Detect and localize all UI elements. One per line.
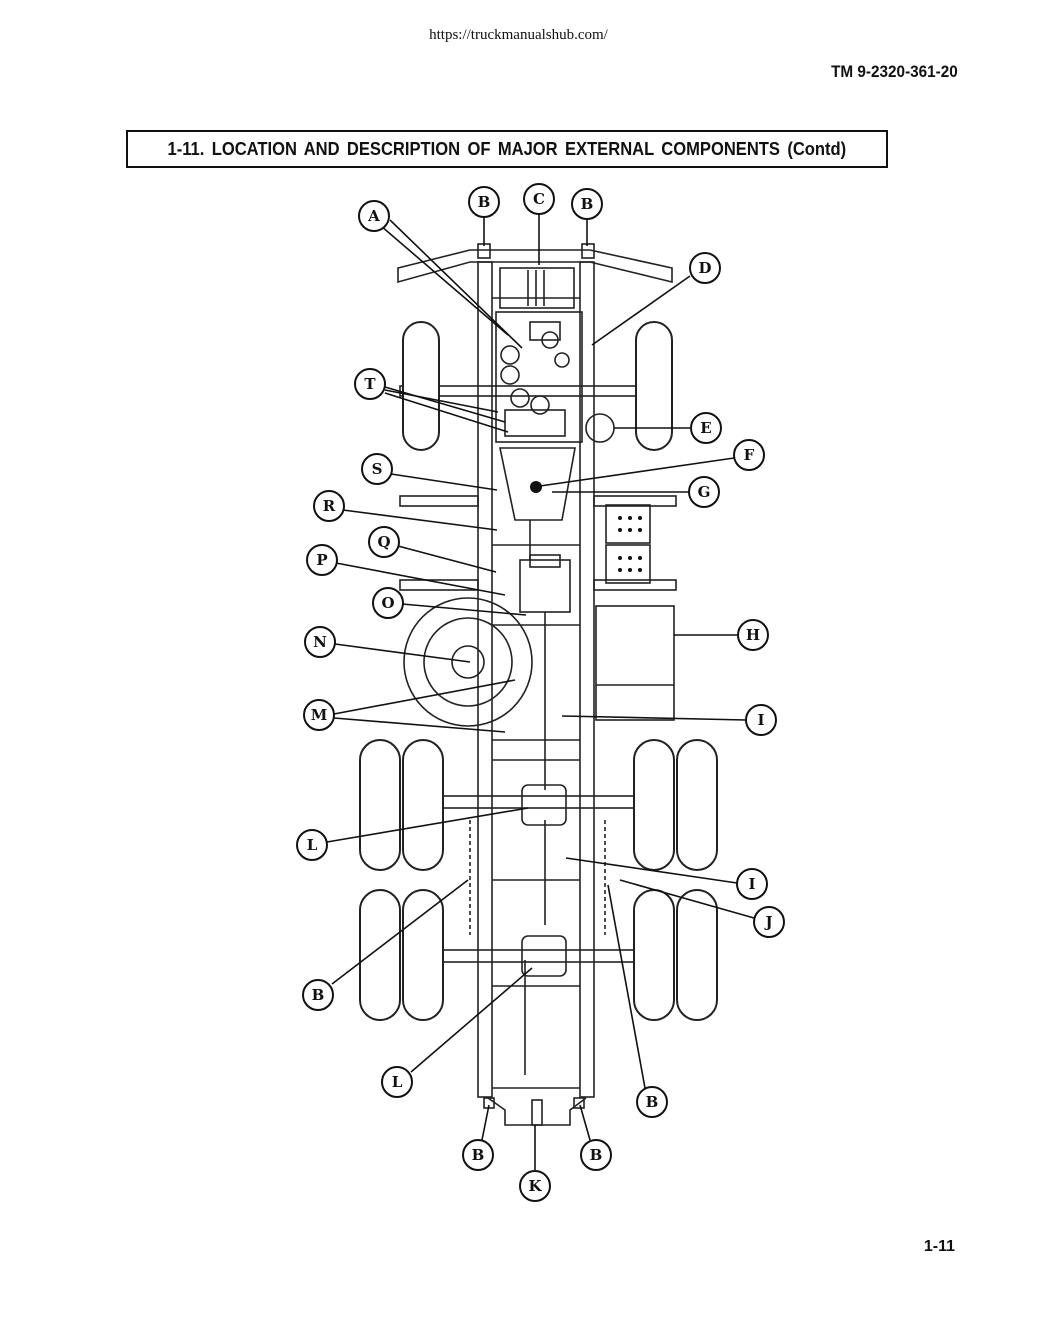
callout-b-left: B (302, 979, 334, 1011)
callout-a-label: A (367, 207, 380, 225)
callout-a: A (358, 200, 390, 232)
callout-f: F (733, 439, 765, 471)
chassis-drawing (359, 243, 718, 1126)
callout-b-top-left: B (468, 186, 500, 218)
callout-b-label: B (472, 1146, 485, 1164)
tm-number: TM 9-2320-361-20 (831, 62, 958, 81)
callout-s: S (361, 453, 393, 485)
callout-b-label: B (646, 1093, 659, 1111)
callout-l-label: L (392, 1073, 403, 1091)
callout-n-label: N (313, 633, 327, 651)
callout-j: J (753, 906, 785, 938)
leader-lines (326, 214, 755, 1170)
callout-p-label: P (316, 551, 327, 569)
callout-n: N (304, 626, 336, 658)
callout-d: D (689, 252, 721, 284)
callout-t-label: T (364, 375, 376, 393)
callout-l-upper: L (296, 829, 328, 861)
callout-o: O (372, 587, 404, 619)
callout-m: M (303, 699, 335, 731)
callout-b-label: B (312, 986, 325, 1004)
callout-l-label: L (307, 836, 318, 854)
callout-h-label: H (746, 626, 760, 644)
callout-g-label: G (698, 483, 711, 501)
callout-c-label: C (533, 190, 545, 208)
callout-m-label: M (311, 706, 328, 724)
callout-o-label: O (381, 594, 394, 612)
callout-e: E (690, 412, 722, 444)
callout-h: H (737, 619, 769, 651)
section-title-box: 1-11. LOCATION AND DESCRIPTION OF MAJOR … (126, 130, 888, 168)
callout-b-top-right: B (571, 188, 603, 220)
callout-i-label: I (757, 711, 764, 729)
callout-l-lower: L (381, 1066, 413, 1098)
callout-f-label: F (744, 446, 755, 464)
source-url: https://truckmanualshub.com/ (429, 27, 608, 43)
callout-d-label: D (698, 259, 711, 277)
callout-p: P (306, 544, 338, 576)
callout-k: K (519, 1170, 551, 1202)
callout-i-label: I (748, 875, 755, 893)
callout-e-label: E (700, 419, 711, 437)
callout-r: R (313, 490, 345, 522)
callout-q: Q (368, 526, 400, 558)
callout-c: C (523, 183, 555, 215)
callout-j-label: J (763, 913, 772, 931)
callout-g: G (688, 476, 720, 508)
callout-b-label: B (478, 193, 491, 211)
callout-k-label: K (528, 1177, 542, 1195)
callout-b-bottom-right: B (580, 1139, 612, 1171)
callout-i-lower: I (736, 868, 768, 900)
callout-b-bottom-left: B (462, 1139, 494, 1171)
callout-q-label: Q (377, 533, 390, 551)
callout-t: T (354, 368, 386, 400)
callout-i-upper: I (745, 704, 777, 736)
callout-b-label: B (581, 195, 594, 213)
callout-r-label: R (323, 497, 336, 515)
callout-s-label: S (372, 460, 383, 478)
callout-b-right: B (636, 1086, 668, 1118)
callout-b-label: B (590, 1146, 603, 1164)
section-title: 1-11. LOCATION AND DESCRIPTION OF MAJOR … (167, 138, 847, 159)
page-number: 1-11 (923, 1238, 955, 1255)
